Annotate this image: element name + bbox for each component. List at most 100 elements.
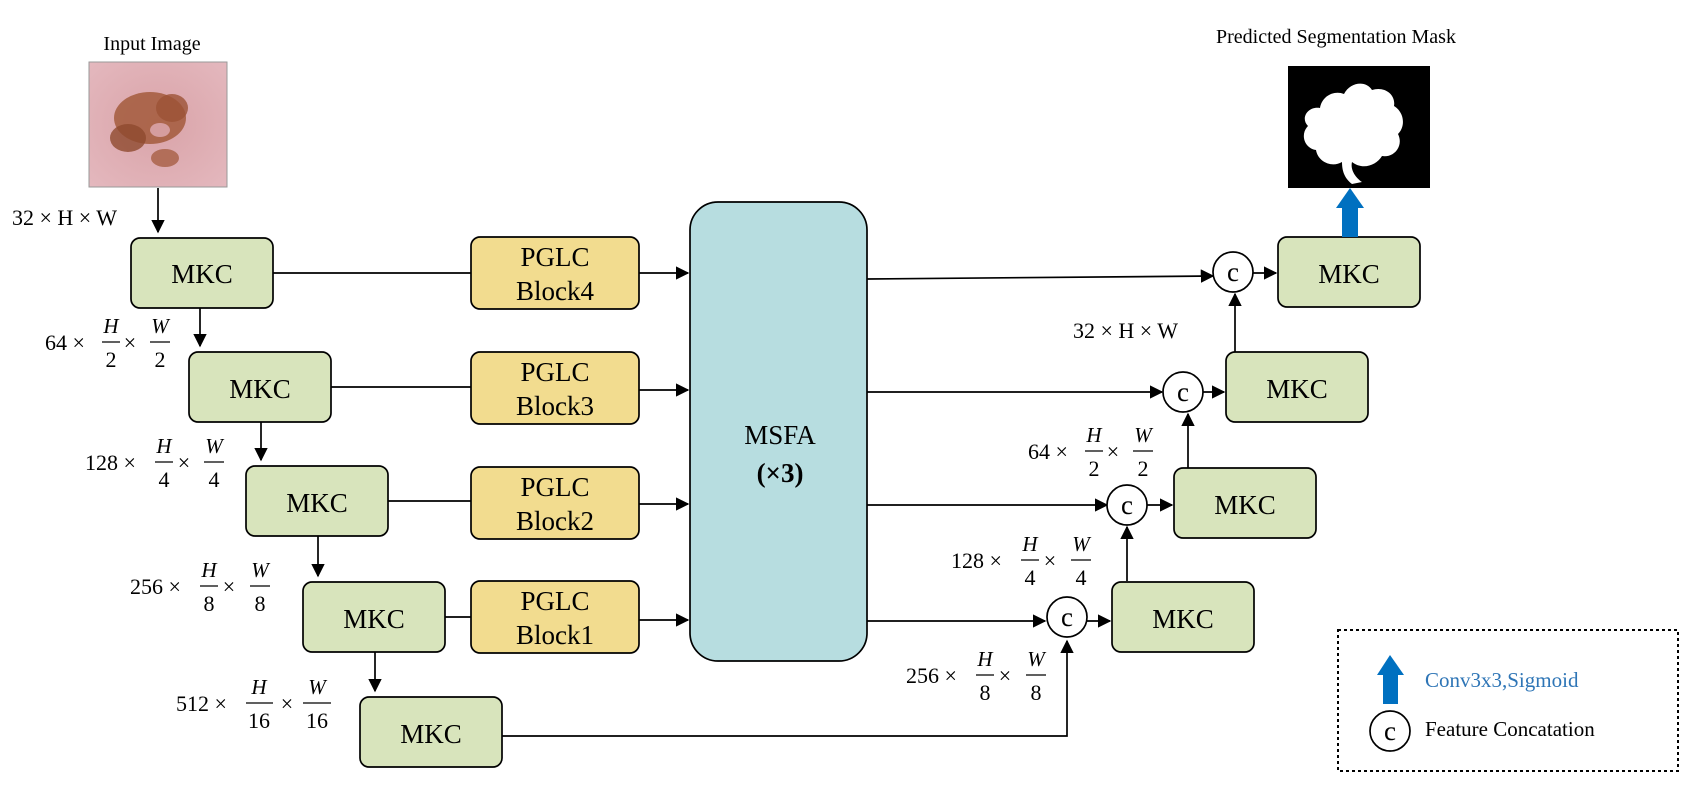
encoder-dim-5-prefix: 512 × — [176, 691, 227, 716]
concat-node-4-symbol: c — [1061, 602, 1073, 632]
encoder-dim-3: 128 × H 4 × W 4 — [85, 434, 225, 492]
decoder-mkc-2-label: MKC — [1214, 490, 1276, 520]
decoder-dim-4-num-h: H — [976, 647, 994, 671]
concat-node-3: c — [1106, 484, 1148, 526]
encoder-dim-2-den-w: 2 — [155, 347, 166, 372]
encoder-mkc-2: MKC — [188, 351, 332, 423]
decoder-mkc-3: MKC — [1225, 351, 1369, 423]
decoder-dim-2: 64 × H 2 × W 2 — [1028, 423, 1154, 481]
pglc-block-2-line1: PGLC — [520, 472, 589, 502]
decoder-mkc-4: MKC — [1277, 236, 1421, 308]
encoder-dim-5-num-w: W — [308, 675, 328, 699]
pglc-block-1-line1: PGLC — [520, 586, 589, 616]
pglc-block-2-line2: Block2 — [516, 506, 594, 536]
pglc-block-3: PGLC Block3 — [470, 351, 640, 425]
decoder-mkc-3-label: MKC — [1266, 374, 1328, 404]
encoder-mkc-2-label: MKC — [229, 374, 291, 404]
legend: Conv3x3,Sigmoid c Feature Concatation — [1337, 629, 1679, 772]
encoder-dim-2-num-w: W — [151, 314, 171, 338]
encoder-dim-3-times: × — [178, 450, 190, 475]
decoder-dim-3-times: × — [1044, 548, 1056, 573]
msfa-block: MSFA (×3) — [689, 201, 868, 662]
encoder-dim-3-prefix: 128 × — [85, 450, 136, 475]
encoder-dim-4-prefix: 256 × — [130, 574, 181, 599]
decoder-mkc-1-label: MKC — [1152, 604, 1214, 634]
encoder-dim-4-den-w: 8 — [255, 591, 266, 616]
decoder-dim-4-num-w: W — [1027, 647, 1047, 671]
decoder-dim-3-prefix: 128 × — [951, 548, 1002, 573]
pglc-block-4-line2: Block4 — [516, 276, 594, 306]
encoder-dim-5-num-h: H — [250, 675, 268, 699]
decoder-mkc-1: MKC — [1111, 581, 1255, 653]
encoder-dim-2-num-h: H — [102, 314, 120, 338]
decoder-dim-1-text: 32 × H × W — [1073, 318, 1178, 343]
encoder-dim-4-num-h: H — [200, 558, 218, 582]
input-image — [88, 61, 228, 188]
encoder-dim-4-num-w: W — [251, 558, 271, 582]
encoder-mkc-3: MKC — [245, 465, 389, 537]
encoder-dim-2: 64 × H 2 × W 2 — [45, 314, 171, 372]
decoder-dim-3-den-w: 4 — [1076, 565, 1087, 590]
concat-node-4: c — [1046, 596, 1088, 638]
legend-concat-symbol: c — [1384, 716, 1396, 746]
decoder-dim-4-den-h: 8 — [980, 680, 991, 705]
decoder-mkc-2: MKC — [1173, 467, 1317, 539]
decoder-dim-2-num-h: H — [1085, 423, 1103, 447]
decoder-dim-2-times: × — [1107, 439, 1119, 464]
pglc-block-2: PGLC Block2 — [470, 466, 640, 540]
input-image-caption: Input Image — [103, 33, 200, 55]
encoder-mkc-4-label: MKC — [343, 604, 405, 634]
encoder-mkc-1-label: MKC — [171, 259, 233, 289]
concat-node-2: c — [1162, 371, 1204, 413]
decoder-dim-2-prefix: 64 × — [1028, 439, 1068, 464]
decoder-dim-3: 128 × H 4 × W 4 — [951, 532, 1092, 590]
decoder-dim-2-den-h: 2 — [1089, 456, 1100, 481]
concat-node-2-symbol: c — [1177, 377, 1189, 407]
pglc-block-4-line1: PGLC — [520, 242, 589, 272]
decoder-dim-3-num-h: H — [1021, 532, 1039, 556]
msfa-repeat-label: (×3) — [757, 458, 804, 488]
legend-concat-icon: c — [1369, 710, 1411, 752]
encoder-dim-4: 256 × H 8 × W 8 — [130, 558, 271, 616]
encoder-dim-4-den-h: 8 — [204, 591, 215, 616]
pglc-block-1: PGLC Block1 — [470, 580, 640, 654]
legend-concat-label: Feature Concatation — [1425, 717, 1595, 741]
pglc-block-3-line1: PGLC — [520, 357, 589, 387]
decoder-dim-4: 256 × H 8 × W 8 — [906, 647, 1047, 705]
encoder-dim-2-den-h: 2 — [106, 347, 117, 372]
msfa-label: MSFA — [744, 420, 816, 450]
concat-node-3-symbol: c — [1121, 490, 1133, 520]
encoder-dim-4-times: × — [223, 574, 235, 599]
encoder-dim-5-den-h: 16 — [248, 708, 270, 733]
encoder-mkc-3-label: MKC — [286, 488, 348, 518]
legend-blue-arrow-icon — [1377, 655, 1404, 704]
concat-node-1: c — [1212, 251, 1254, 293]
decoder-dim-2-num-w: W — [1134, 423, 1154, 447]
encoder-dim-5: 512 × H 16 × W 16 — [176, 675, 331, 733]
pglc-block-3-line2: Block3 — [516, 391, 594, 421]
encoder-mkc-1: MKC — [130, 237, 274, 309]
encoder-mkc-5: MKC — [359, 696, 503, 768]
decoder-dim-4-times: × — [999, 663, 1011, 688]
decoder-dim-2-den-w: 2 — [1138, 456, 1149, 481]
decoder-dim-3-num-w: W — [1072, 532, 1092, 556]
pglc-block-1-line2: Block1 — [516, 620, 594, 650]
encoder-dim-2-times: × — [124, 330, 136, 355]
encoder-dim-3-den-w: 4 — [209, 467, 220, 492]
encoder-dim-5-den-w: 16 — [306, 708, 328, 733]
encoder-dim-1: 32 × H × W — [12, 205, 117, 230]
encoder-dim-3-num-h: H — [155, 434, 173, 458]
decoder-dim-1: 32 × H × W — [1073, 318, 1178, 343]
predicted-mask-image — [1288, 66, 1430, 188]
legend-conv-label: Conv3x3,Sigmoid — [1425, 668, 1579, 692]
decoder-mkc-4-label: MKC — [1318, 259, 1380, 289]
encoder-mkc-4: MKC — [302, 581, 446, 653]
decoder-dim-4-prefix: 256 × — [906, 663, 957, 688]
conv-sigmoid-arrow-icon — [1336, 188, 1364, 237]
predicted-mask-caption: Predicted Segmentation Mask — [1216, 26, 1456, 48]
concat-node-1-symbol: c — [1227, 257, 1239, 287]
encoder-mkc-5-label: MKC — [400, 719, 462, 749]
encoder-dim-5-times: × — [281, 691, 293, 716]
encoder-dim-3-num-w: W — [205, 434, 225, 458]
